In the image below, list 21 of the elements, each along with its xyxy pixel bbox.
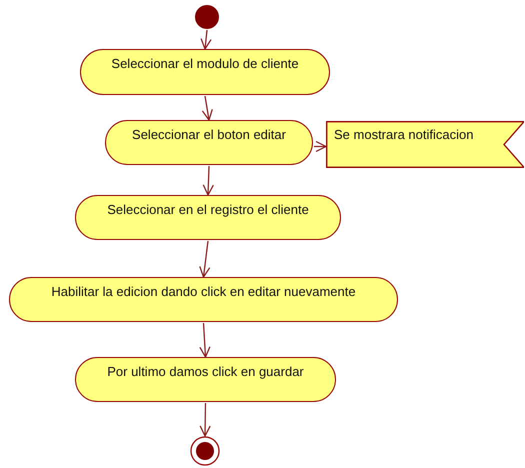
action-label: Habilitar la edicion dando click en editar nuevamente (50, 284, 357, 299)
action-label: Seleccionar el boton editar (131, 127, 287, 142)
send-signal-shape (326, 121, 524, 168)
initial-node (195, 5, 219, 29)
signal-text: Se mostrara notificacion (334, 127, 474, 142)
action-node (105, 120, 313, 165)
action-node (80, 49, 330, 95)
arrow (200, 30, 212, 50)
arrow (202, 96, 213, 121)
arrow (314, 140, 327, 152)
arrow (199, 322, 210, 358)
arrow (200, 403, 211, 437)
action-node (75, 357, 336, 402)
action-node (9, 277, 398, 322)
action-node (75, 195, 341, 240)
action-label: Seleccionar en el registro el cliente (106, 202, 310, 217)
final-node (190, 436, 220, 466)
action-label: Por ultimo damos click en guardar (106, 364, 305, 379)
arrow (202, 166, 214, 196)
action-label: Seleccionar el modulo de cliente (110, 56, 300, 71)
arrow (199, 240, 210, 278)
